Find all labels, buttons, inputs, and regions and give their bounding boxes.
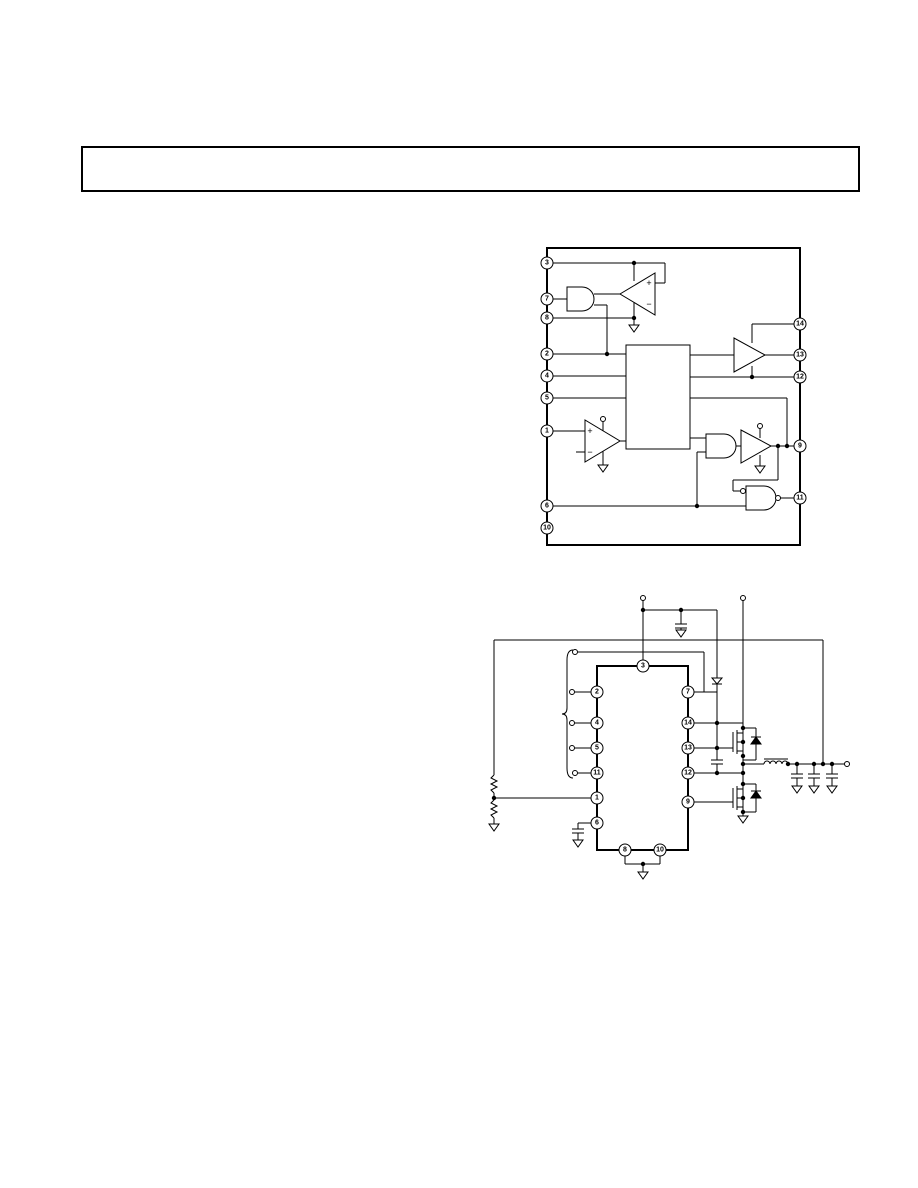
app-pin-14: 14 — [684, 720, 692, 727]
app-pin-10: 10 — [656, 847, 664, 854]
opamp-left-plus: + — [587, 426, 592, 436]
block-pin-13: 13 — [796, 352, 804, 359]
app-pin-1: 1 — [595, 795, 599, 802]
app-pin-8: 8 — [623, 847, 627, 854]
app-pin-13: 13 — [684, 745, 692, 752]
output-inductor — [763, 760, 789, 765]
logic-block — [625, 344, 691, 450]
app-pin-3: 3 — [641, 663, 645, 670]
app-pin-4: 4 — [595, 720, 599, 727]
low-side-mosfet — [732, 773, 762, 824]
ic-block-outline — [546, 247, 801, 546]
app-pin-11: 11 — [593, 770, 601, 777]
block-pin-12: 12 — [796, 374, 804, 381]
app-pin-12: 12 — [684, 770, 692, 777]
block-pin-2: 2 — [545, 351, 549, 358]
app-pin-9: 9 — [686, 799, 690, 806]
and-gate-top — [547, 286, 620, 354]
block-pin-8: 8 — [545, 315, 549, 322]
block-pin-14: 14 — [796, 321, 804, 328]
block-pin-10: 10 — [543, 525, 551, 532]
app-pin-5: 5 — [595, 745, 599, 752]
ic-package-outline — [596, 665, 689, 851]
open-terminals — [569, 595, 850, 776]
high-side-mosfet — [732, 727, 762, 773]
high-side-driver — [690, 323, 800, 378]
title-bar — [81, 146, 860, 192]
app-pin-2: 2 — [595, 689, 599, 696]
opamp-top-plus: + — [646, 278, 651, 288]
opamp-top-minus: − — [646, 299, 651, 309]
block-pin-3: 3 — [545, 260, 549, 267]
block-pin-7: 7 — [545, 296, 549, 303]
app-pin-6: 6 — [595, 820, 599, 827]
low-side-driver — [690, 397, 800, 506]
block-pin-1: 1 — [545, 428, 549, 435]
block-pin-5: 5 — [545, 395, 549, 402]
junction-dots — [491, 260, 835, 867]
block-pin-4: 4 — [545, 373, 549, 380]
block-pin-11: 11 — [796, 495, 804, 502]
opamp-top — [547, 262, 666, 333]
block-pin-9: 9 — [798, 443, 802, 450]
nand-gate — [547, 485, 800, 511]
app-pin-7: 7 — [686, 689, 690, 696]
block-pin-6: 6 — [545, 503, 549, 510]
opamp-left-minus: − — [587, 447, 592, 457]
control-bracket — [561, 649, 574, 779]
